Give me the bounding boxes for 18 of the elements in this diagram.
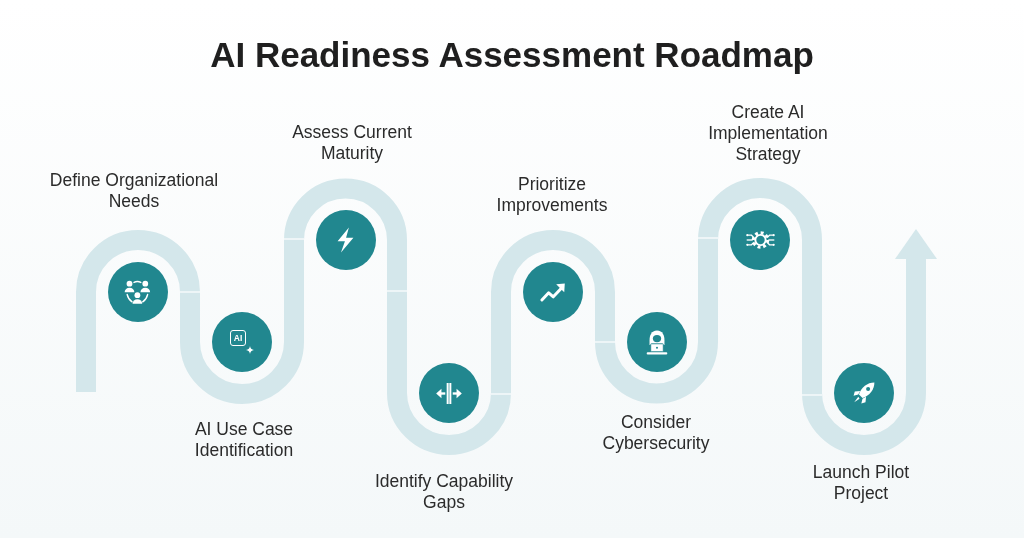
step-circle [108,262,168,322]
step-label: Launch Pilot Project [811,462,911,504]
step-label: Consider Cybersecurity [601,412,711,454]
step-circle [626,312,687,372]
step-circle [315,210,376,270]
step-label: AI Use Case Identification [193,419,295,461]
diagram-title: AI Readiness Assessment Roadmap [209,34,815,76]
step-circle [419,363,479,423]
step-circle [212,312,272,372]
framed-letters: AI [230,330,246,346]
step-circle [834,363,894,423]
step-label: Assess Current Maturity [291,122,413,164]
step-label: Prioritize Improvements [495,174,609,216]
step-label: Create AI Implementation Strategy [707,102,829,165]
step-circle [730,210,790,270]
step-label: Define Organizational Needs [48,170,220,212]
step-circle [523,262,583,322]
step-label: Identify Capability Gaps [373,471,515,513]
